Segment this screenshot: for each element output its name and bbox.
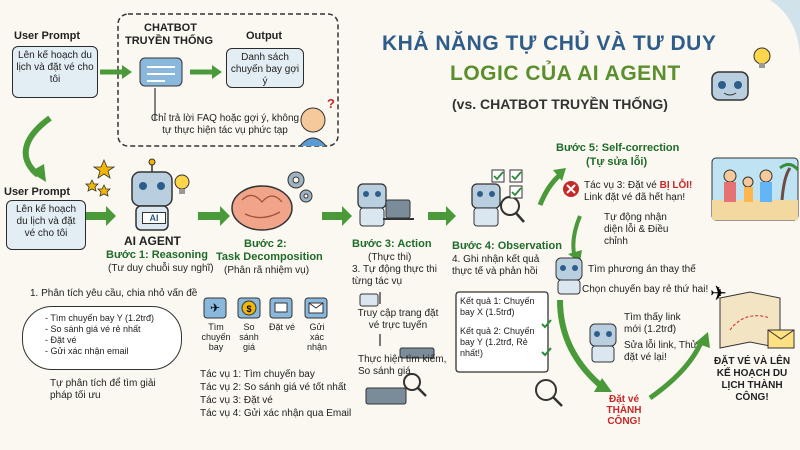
step4-desc: 4. Ghi nhận kết quả thực tế và phản hồi [452, 254, 540, 277]
result-doc [455, 291, 549, 373]
step5-title: Bước 5: Self-correction [556, 142, 680, 154]
robot-retry-icon [589, 323, 617, 363]
stars-icon [85, 158, 116, 197]
chatbot-label: CHATBOT [144, 22, 197, 34]
agent-label: AI AGENT [124, 234, 181, 248]
arrow-step4-to-step5 [537, 173, 562, 206]
arrow-step2-to-step3 [322, 206, 352, 226]
title-line3: (vs. CHATBOT TRUYỀN THỐNG) [452, 96, 668, 112]
step5-auto-detect: Tự động nhận diện lỗi & Điều chỉnh [604, 212, 669, 247]
task-item: Tác vụ 1: Tìm chuyến bay [200, 369, 315, 380]
chat-bubble-icon [139, 57, 183, 87]
step1-cloud: - Tìm chuyến bay Y (1.2trđ) - So sánh gi… [22, 306, 182, 370]
lightbulb-icon [174, 174, 190, 194]
dollar-icon [241, 300, 257, 316]
step1-cloud-list: - Tìm chuyến bay Y (1.2trđ) - So sánh gi… [45, 313, 154, 357]
step1-cloud-item: - Tìm chuyến bay Y (1.2trđ) [45, 313, 155, 323]
task-label-flight: Tìm chuyến bay [201, 322, 231, 352]
title-line1: KHẢ NĂNG TỰ CHỦ VÀ TƯ DUY [382, 32, 717, 55]
brain-icon [231, 185, 293, 231]
step5-error-prefix: Tác vụ 3: Đặt vé [584, 180, 657, 191]
corner-decoration [770, 0, 800, 60]
agent-user-prompt-label: User Prompt [4, 186, 71, 198]
output-label: Output [246, 30, 283, 42]
task-label-mail: Gửi xác nhận [306, 322, 328, 352]
chatbot-note: Chỉ trả lời FAQ hoặc gợi ý, không tự thự… [150, 113, 300, 136]
step5-cheap: Chọn chuyến bay rẻ thứ hai! [582, 284, 709, 295]
step1-bottom: Tự phân tích để tìm giải pháp tối ưu [50, 378, 156, 401]
step4-result-1: Kết quả 1: Chuyến bay X (1.5trđ) [460, 296, 535, 317]
svg-text:?: ? [327, 96, 335, 111]
doc-checks [541, 319, 552, 357]
step5-fix: Sửa lỗi link, Thử đặt vé lại! [624, 340, 698, 363]
step5-error-word: BỊ LỖI! [659, 180, 693, 191]
step1-subtitle: (Tư duy chuỗi suy nghĩ) [108, 263, 214, 274]
plane-icon: ✈ [210, 301, 220, 315]
result-magnifier-icon [535, 379, 557, 401]
arrow-to-success [557, 299, 602, 388]
step1-desc: 1. Phân tích yêu cầu, chia nhỏ vấn đề [30, 288, 198, 299]
step3-access: Truy cập trang đặt vé trực tuyến [357, 308, 439, 331]
step1-cloud-item: - Đặt vé [45, 335, 77, 345]
step5-alt: Tìm phương án thay thế [588, 264, 696, 275]
task-item: Tác vụ 4: Gửi xác nhận qua Email [200, 408, 352, 419]
step1-cloud-item: - Gửi xác nhận email [45, 346, 129, 356]
agent-chip: AI [142, 212, 166, 224]
step2-subtitle: (Phân rã nhiệm vụ) [224, 265, 310, 276]
step2-title: Bước 2: [244, 238, 287, 250]
browser-icon [359, 293, 379, 307]
step3-title: Bước 3: Action [352, 238, 432, 250]
chatbot-user-prompt-label: User Prompt [14, 30, 81, 42]
title-lightbulb-icon [753, 47, 771, 68]
chatbot-label-line2: TRUYỀN THỐNG [125, 35, 213, 47]
family-vacation-image [711, 157, 800, 221]
plane-final-icon: ✈ [710, 283, 727, 305]
task-label-book: Đặt vé [268, 322, 295, 332]
checklist-icon [491, 169, 523, 199]
step3-search: Thực hiện tìm kiếm, So sánh giá [358, 354, 447, 377]
robot-correct-icon [555, 257, 583, 295]
step1-title: Bước 1: Reasoning [106, 249, 208, 261]
robot-title-icon [711, 71, 749, 101]
step5-subtitle: (Tự sửa lỗi) [586, 156, 648, 168]
arrow-to-final [648, 339, 705, 401]
step5-error-detail: Link đặt vé đã hết hạn! [584, 192, 686, 203]
step2-title2: Task Decomposition [216, 251, 323, 263]
step3-desc: 3. Tự động thực thi từng tác vụ [352, 264, 437, 287]
robot-observe-icon [471, 183, 525, 227]
arrow-prompt-to-agent [86, 206, 116, 226]
step1-cloud-item: - So sánh giá vé rẻ nhất [45, 324, 141, 334]
step5-success: Đặt vé THÀNH CÔNG! [606, 394, 642, 427]
svg-text:$: $ [246, 304, 251, 314]
robot-laptop-icon [357, 183, 414, 227]
step3-subtitle: (Thực thi) [368, 252, 412, 263]
gear-icon [287, 171, 313, 203]
arrow-step3-to-step4 [428, 206, 456, 226]
step2-task-list: Tác vụ 1: Tìm chuyến bay Tác vụ 2: So sá… [200, 368, 351, 420]
task-item: Tác vụ 2: So sánh giá vé tốt nhất [200, 382, 347, 393]
task-item: Tác vụ 3: Đặt vé [200, 395, 273, 406]
arrow-down-to-agent [22, 115, 52, 178]
step5-final: ĐẶT VÉ VÀ LÊN KẾ HOẠCH DU LỊCH THÀNH CÔN… [713, 356, 791, 403]
step5-error: Tác vụ 3: Đặt vé BỊ LỖI! Link đặt vé đã … [584, 180, 714, 204]
chatbot-user-prompt-box: Lên kế hoạch du lịch và đặt vé cho tôi [12, 46, 98, 98]
agent-user-prompt-box: Lên kế hoạch du lịch và đặt vé cho tôi [6, 200, 86, 250]
chatbot-frame [117, 13, 339, 147]
step4-result-2: Kết quả 2: Chuyến bay Y (1.2trđ, Rẻ nhất… [460, 326, 535, 358]
magnifier-icon [403, 373, 421, 391]
output-box: Danh sách chuyến bay gợi ý [226, 48, 304, 88]
ticket-icon [274, 302, 288, 313]
keyboard-icon [399, 347, 435, 359]
step5-new-link: Tìm thấy link mới (1.2trđ) [624, 312, 681, 335]
task-label-compare: So sánh giá [239, 322, 259, 352]
arrow-agent-to-step2 [198, 206, 230, 226]
confused-person-icon: ? [299, 96, 335, 147]
title-line2: LOGIC CỦA AI AGENT [450, 62, 681, 85]
keyboard-large-icon [365, 387, 407, 405]
chatbot-label-line1: CHATBOT [144, 22, 197, 34]
step4-title: Bước 4: Observation [452, 240, 562, 252]
